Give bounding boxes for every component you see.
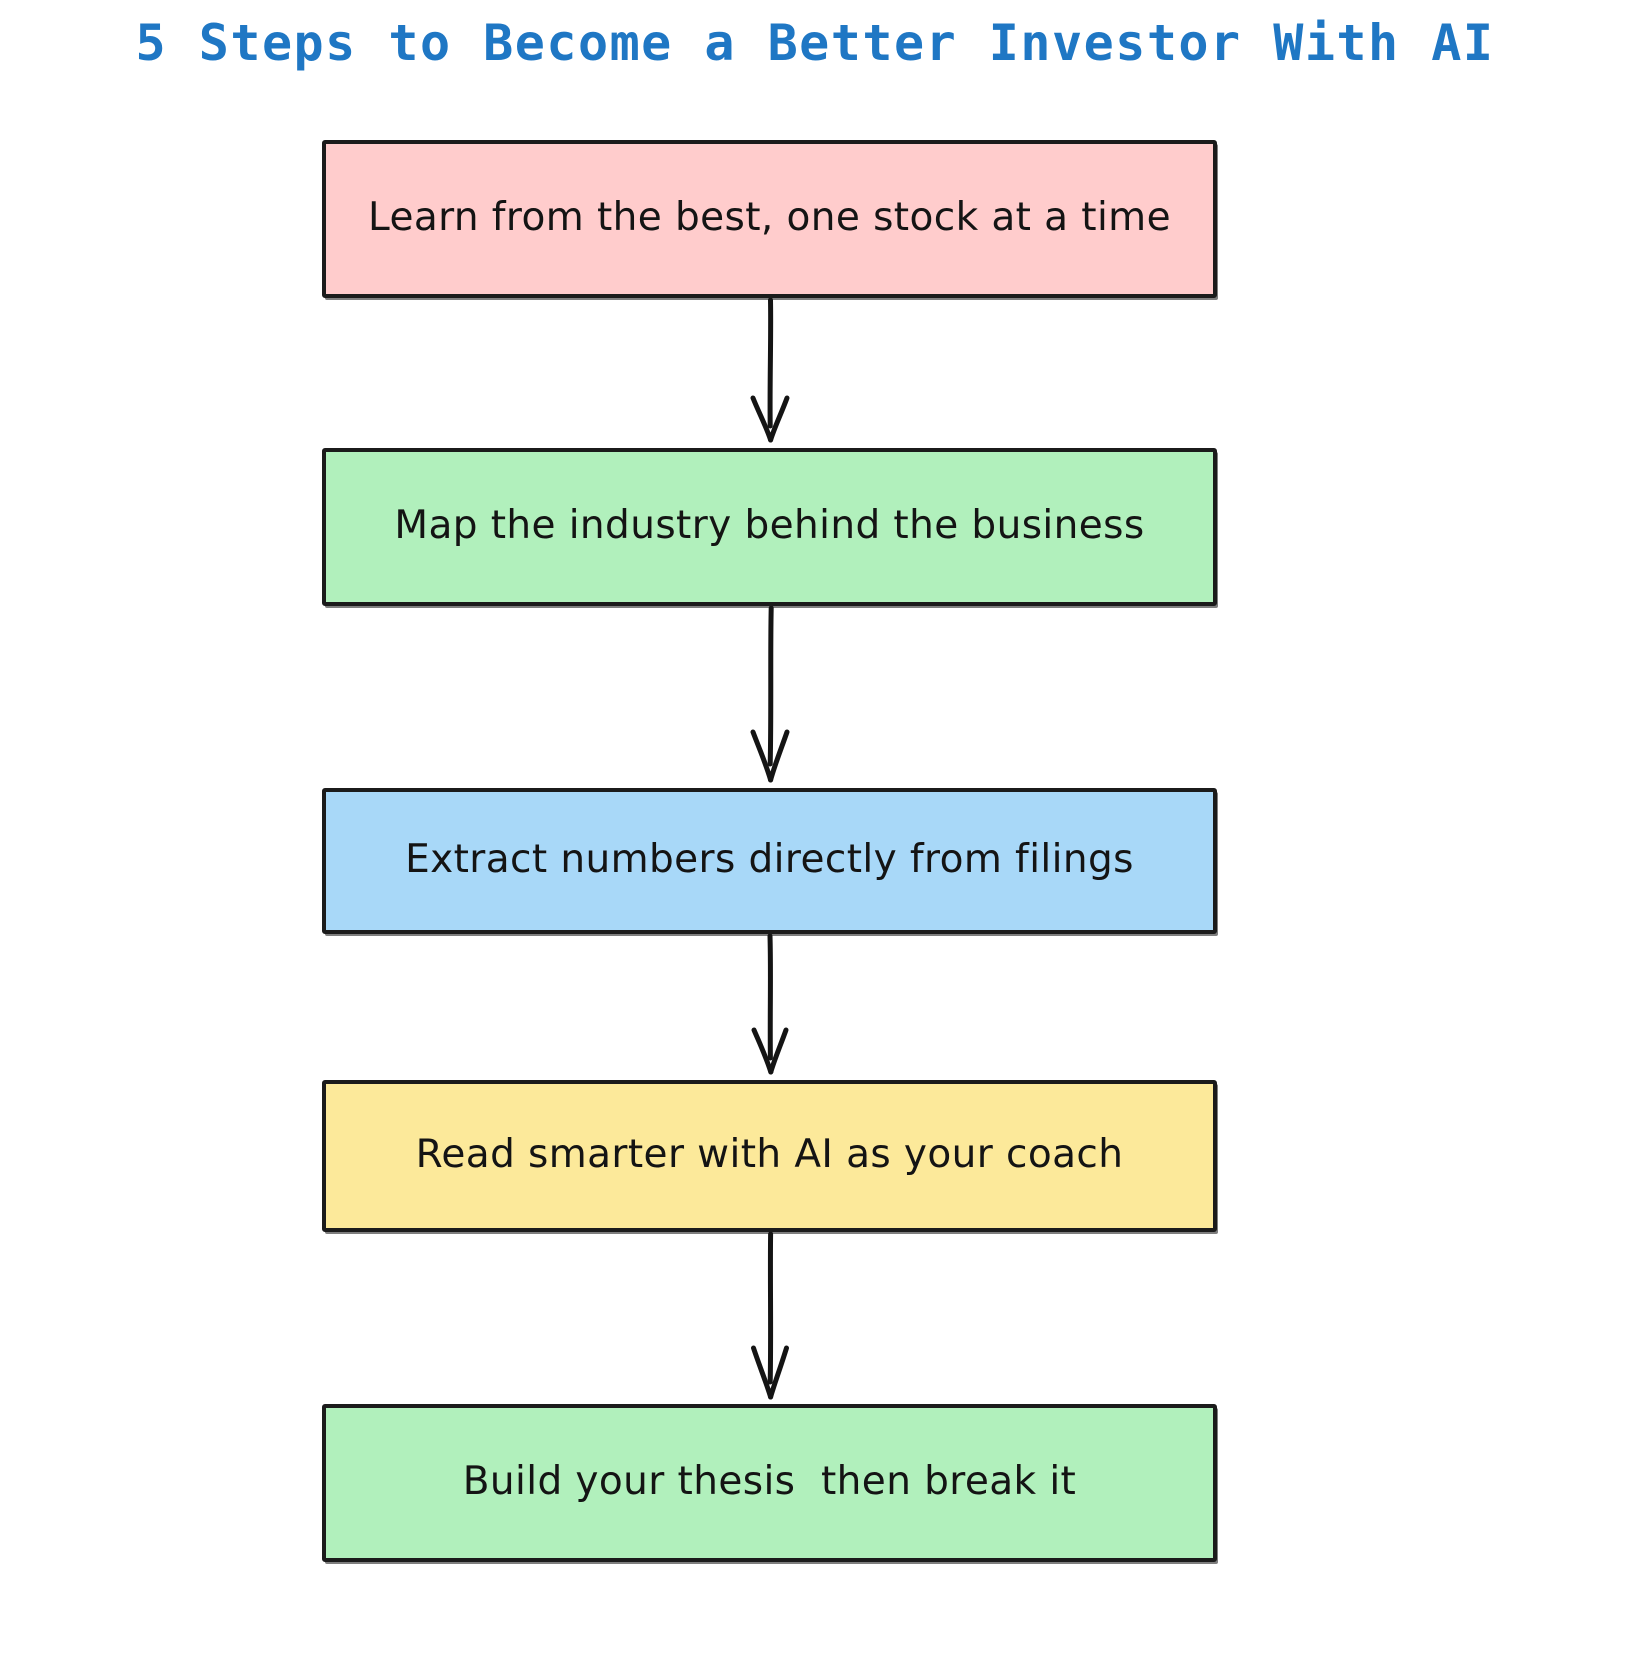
flow-edge-step-2-to-step-3: [322, 606, 1217, 788]
arrow-down-icon: [750, 606, 789, 783]
flow-edge-step-4-to-step-5: [322, 1232, 1217, 1404]
flow-node-step-1[interactable]: Learn from the best, one stock at a time: [322, 140, 1217, 298]
flow-node-label: Build your thesis then break it: [462, 1458, 1077, 1504]
flow-edge-step-1-to-step-2: [322, 298, 1217, 448]
flow-node-step-3[interactable]: Extract numbers directly from filings: [322, 788, 1217, 934]
page-title: 5 Steps to Become a Better Investor With…: [135, 14, 1495, 72]
flow-node-step-2[interactable]: Map the industry behind the business: [322, 448, 1217, 606]
arrow-down-icon: [751, 934, 788, 1075]
flow-node-label: Read smarter with AI as your coach: [415, 1131, 1124, 1177]
flow-node-label: Extract numbers directly from filings: [405, 836, 1134, 882]
flow-node-label: Learn from the best, one stock at a time: [368, 194, 1171, 240]
arrow-down-icon: [750, 298, 789, 443]
flow-node-step-5[interactable]: Build your thesis then break it: [322, 1404, 1217, 1562]
flowchart: Learn from the best, one stock at a time…: [322, 140, 1217, 1562]
arrow-down-icon: [750, 1232, 789, 1400]
flow-node-label: Map the industry behind the business: [394, 502, 1145, 548]
flow-edge-step-3-to-step-4: [322, 934, 1217, 1080]
flow-node-step-4[interactable]: Read smarter with AI as your coach: [322, 1080, 1217, 1232]
